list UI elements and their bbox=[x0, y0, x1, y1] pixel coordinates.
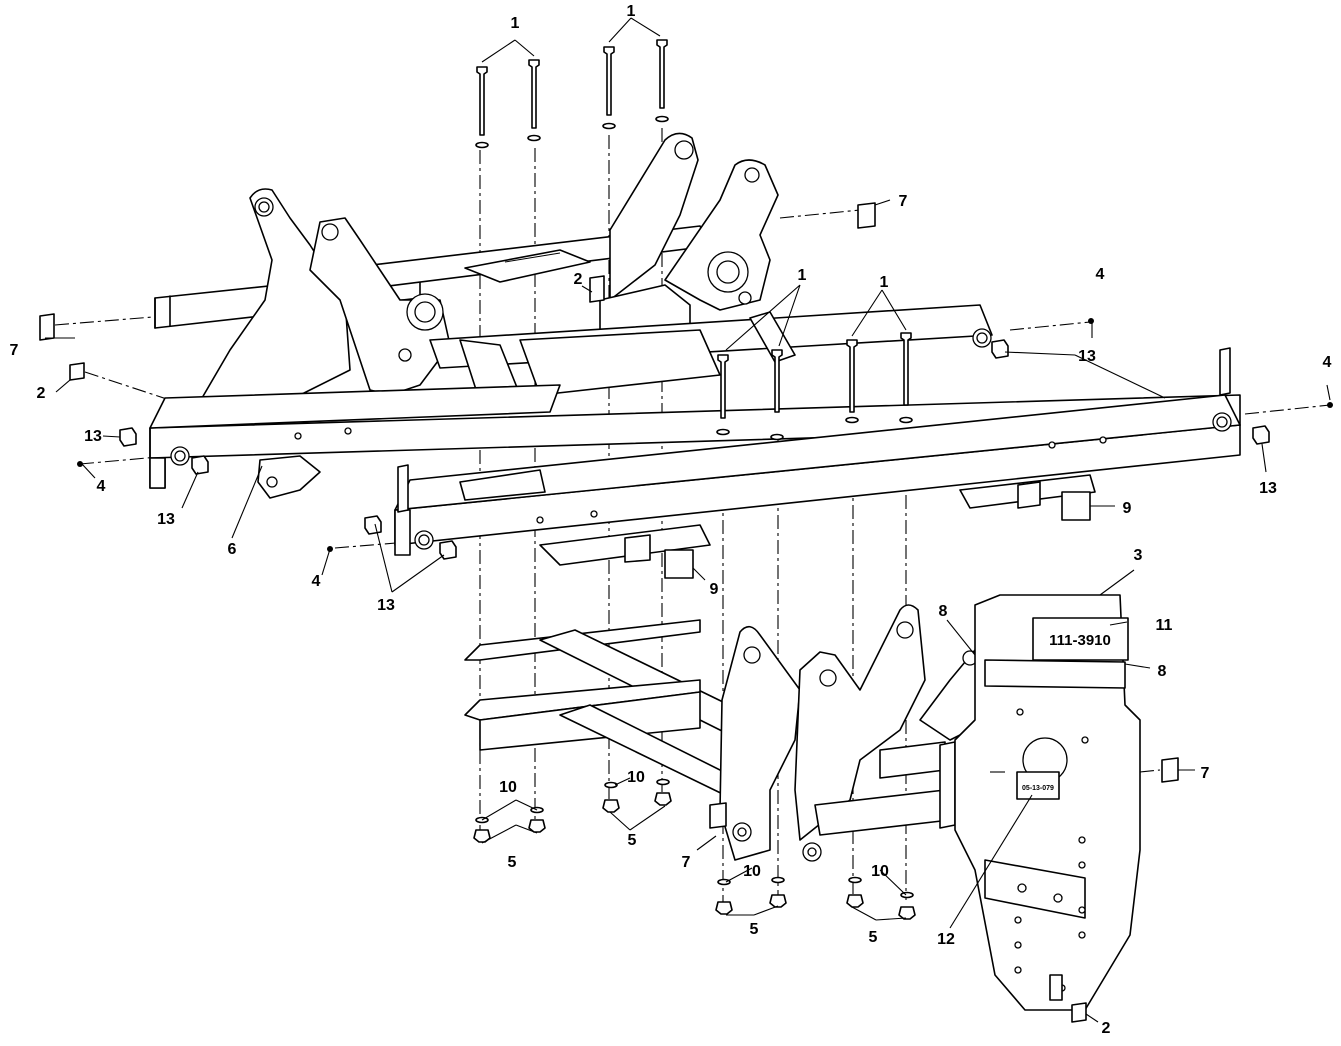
small-decal: 05-13-079 bbox=[1022, 785, 1054, 792]
lower-frame-assembly: 111-3910 05-13-079 bbox=[464, 594, 1141, 1011]
holder-icon bbox=[857, 202, 876, 229]
callout-label: 9 bbox=[710, 581, 719, 598]
upper-frame-assembly bbox=[149, 132, 1241, 566]
bolt-icon bbox=[717, 354, 729, 419]
callout-label: 13 bbox=[1078, 348, 1096, 365]
nut-icon bbox=[898, 906, 916, 920]
callout-label: 1 bbox=[798, 267, 807, 284]
callout-label: 10 bbox=[743, 863, 761, 880]
cap-icon bbox=[439, 540, 457, 560]
tab-icon bbox=[1071, 1002, 1087, 1023]
callout-label: 12 bbox=[937, 931, 955, 948]
callout-label: 4 bbox=[312, 573, 321, 590]
callout-label: 13 bbox=[377, 597, 395, 614]
callout-label: 3 bbox=[1134, 547, 1143, 564]
bolt-icon bbox=[900, 332, 912, 406]
callout-label: 7 bbox=[899, 193, 908, 210]
holder-icon bbox=[709, 802, 727, 829]
bolt-icon bbox=[528, 59, 540, 129]
pin-and-cap-set bbox=[39, 202, 1333, 1023]
callout-label: 7 bbox=[682, 854, 691, 871]
nut-icon bbox=[715, 901, 733, 915]
callout-label: 5 bbox=[750, 921, 759, 938]
callout-label: 2 bbox=[1102, 1020, 1111, 1037]
callout-label: 10 bbox=[499, 779, 517, 796]
nut-icon bbox=[769, 894, 787, 908]
callout-label: 2 bbox=[574, 271, 583, 288]
nut-icon bbox=[602, 799, 620, 813]
bolt-icon bbox=[603, 46, 615, 116]
callout-label: 7 bbox=[1201, 765, 1210, 782]
callout-label: 7 bbox=[10, 342, 19, 359]
clip-icon bbox=[1088, 318, 1094, 324]
callout-label: 1 bbox=[511, 15, 520, 32]
nut-icon bbox=[528, 819, 546, 833]
callout-label: 13 bbox=[157, 511, 175, 528]
callout-label: 4 bbox=[1323, 354, 1332, 371]
tab-icon bbox=[69, 362, 85, 381]
leader-lines bbox=[45, 17, 1331, 1023]
callout-label: 6 bbox=[228, 541, 237, 558]
callout-label: 10 bbox=[871, 863, 889, 880]
cap-icon bbox=[364, 515, 382, 535]
callout-label: 10 bbox=[627, 769, 645, 786]
cap-icon bbox=[1252, 425, 1270, 445]
clip-icon bbox=[77, 461, 83, 467]
bolt-icon bbox=[476, 66, 488, 136]
callout-labels: 1 1 1 1 2 2 2 3 4 4 4 4 5 5 5 5 6 7 7 7 … bbox=[10, 3, 1332, 1037]
callout-label: 8 bbox=[939, 603, 948, 620]
holder-icon bbox=[1161, 757, 1179, 783]
callout-label: 4 bbox=[97, 478, 106, 495]
nut-icon bbox=[654, 792, 672, 806]
holder-icon bbox=[39, 313, 55, 341]
cap-icon bbox=[991, 339, 1009, 359]
pad-icon bbox=[664, 549, 694, 579]
callout-label: 1 bbox=[880, 274, 889, 291]
cap-icon bbox=[119, 427, 137, 447]
clip-icon bbox=[1327, 402, 1333, 408]
callout-label: 5 bbox=[628, 832, 637, 849]
part-number-decal: 111-3910 bbox=[1049, 632, 1111, 649]
callout-label: 5 bbox=[869, 929, 878, 946]
bolt-set bbox=[475, 39, 913, 441]
callout-label: 8 bbox=[1158, 663, 1167, 680]
bolt-icon bbox=[846, 339, 858, 413]
callout-label: 5 bbox=[508, 854, 517, 871]
tab-icon bbox=[589, 275, 605, 303]
callout-label: 13 bbox=[84, 428, 102, 445]
cap-icon bbox=[191, 455, 209, 475]
callout-label: 11 bbox=[1156, 617, 1173, 634]
callout-label: 1 bbox=[627, 3, 636, 20]
bolt-icon bbox=[771, 349, 783, 413]
callout-label: 9 bbox=[1123, 500, 1132, 517]
callout-label: 2 bbox=[37, 385, 46, 402]
bolt-icon bbox=[656, 39, 668, 109]
callout-label: 4 bbox=[1096, 266, 1105, 283]
pad-icon bbox=[1061, 491, 1091, 521]
nut-icon bbox=[846, 894, 864, 908]
callout-label: 13 bbox=[1259, 480, 1277, 497]
